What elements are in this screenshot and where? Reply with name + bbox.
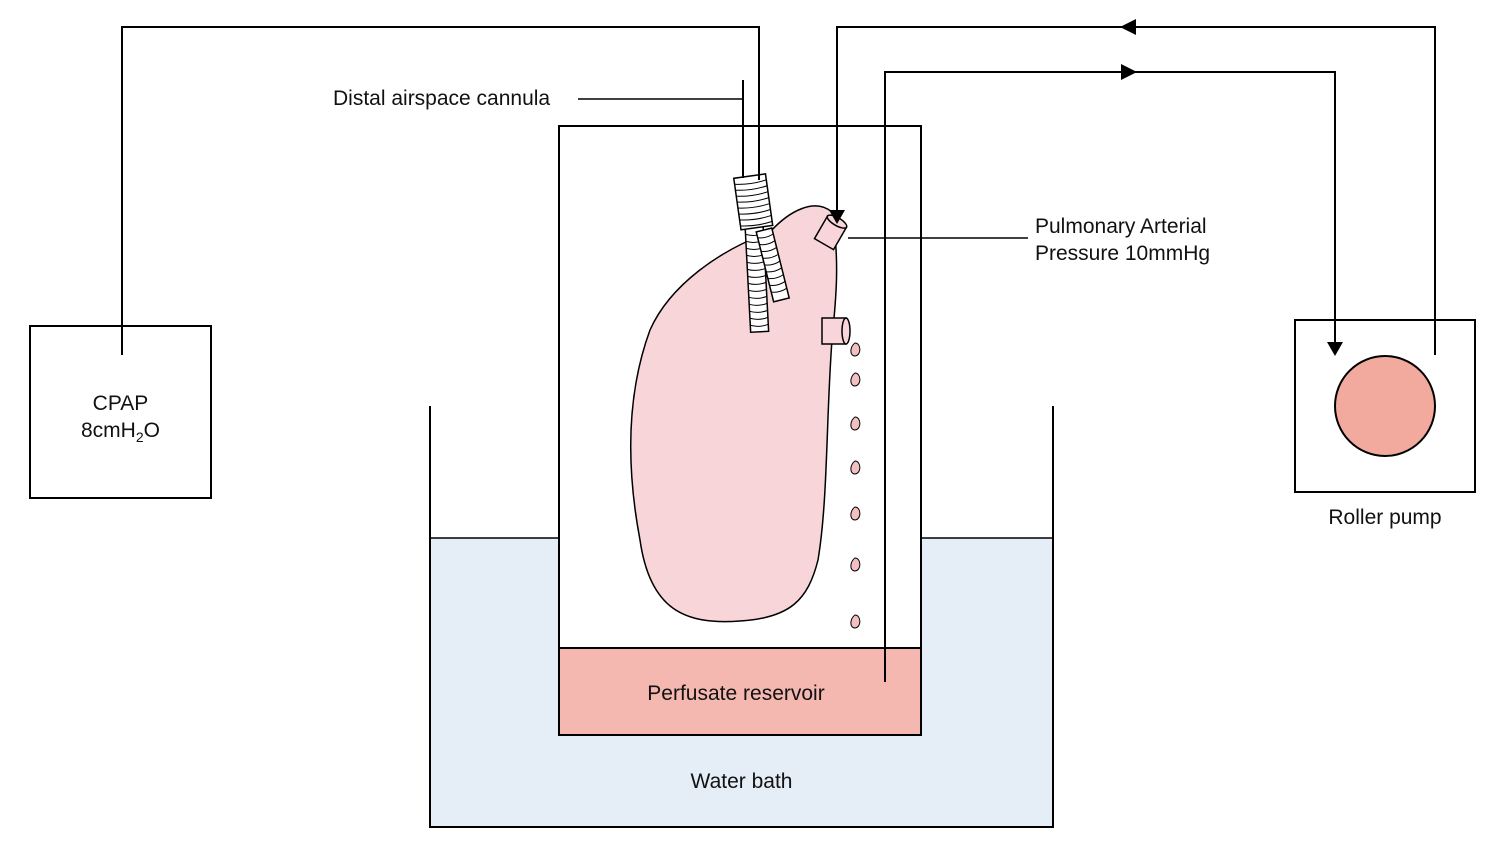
water-bath-label: Water bath xyxy=(690,770,793,793)
cpap-tubing xyxy=(121,26,760,355)
cpap-label-line2: 8cmH2O xyxy=(30,417,211,446)
cpap-box xyxy=(29,325,212,499)
reservoir-return-line xyxy=(884,71,1336,682)
drip-3 xyxy=(850,416,861,431)
arrow-head-pa-cannula xyxy=(829,210,845,224)
drip-1 xyxy=(850,342,861,357)
roller-pump-label: Roller pump xyxy=(1328,506,1442,529)
lung xyxy=(629,205,838,623)
venous-cannula xyxy=(821,317,851,345)
pa-pressure-label-line2: Pressure 10mmHg xyxy=(1035,242,1211,266)
water-bath-outline xyxy=(429,406,1054,828)
arrow-head-arterial-top xyxy=(1120,19,1136,35)
perfusate-drips xyxy=(850,342,861,629)
cpap-value-suffix: O xyxy=(143,419,160,443)
cpap-value-subscript: 2 xyxy=(135,429,144,446)
drip-7 xyxy=(850,614,861,629)
cpap-value-prefix: 8cmH xyxy=(81,419,136,443)
perfusate-reservoir xyxy=(558,647,922,736)
arterial-line xyxy=(836,26,1436,355)
cpap-label-line1: CPAP xyxy=(92,392,149,415)
cannula-label: Distal airspace cannula xyxy=(333,87,551,110)
airway-tubes xyxy=(732,173,791,334)
reservoir-label: Perfusate reservoir xyxy=(647,682,825,705)
arrow-head-pump-inlet xyxy=(1327,342,1343,356)
drip-5 xyxy=(850,506,861,521)
arrow-head-return-top xyxy=(1121,64,1137,80)
pa-pressure-label-line1: Pulmonary Arterial xyxy=(1035,215,1207,238)
drip-2 xyxy=(850,372,861,387)
cpap-label: CPAP 8cmH2O xyxy=(30,390,211,446)
pa-pressure-label: Pulmonary Arterial Pressure 10mmHg xyxy=(1035,213,1210,268)
roller-pump-rotor xyxy=(1334,355,1436,457)
drip-6 xyxy=(850,557,861,572)
drip-4 xyxy=(850,460,861,475)
